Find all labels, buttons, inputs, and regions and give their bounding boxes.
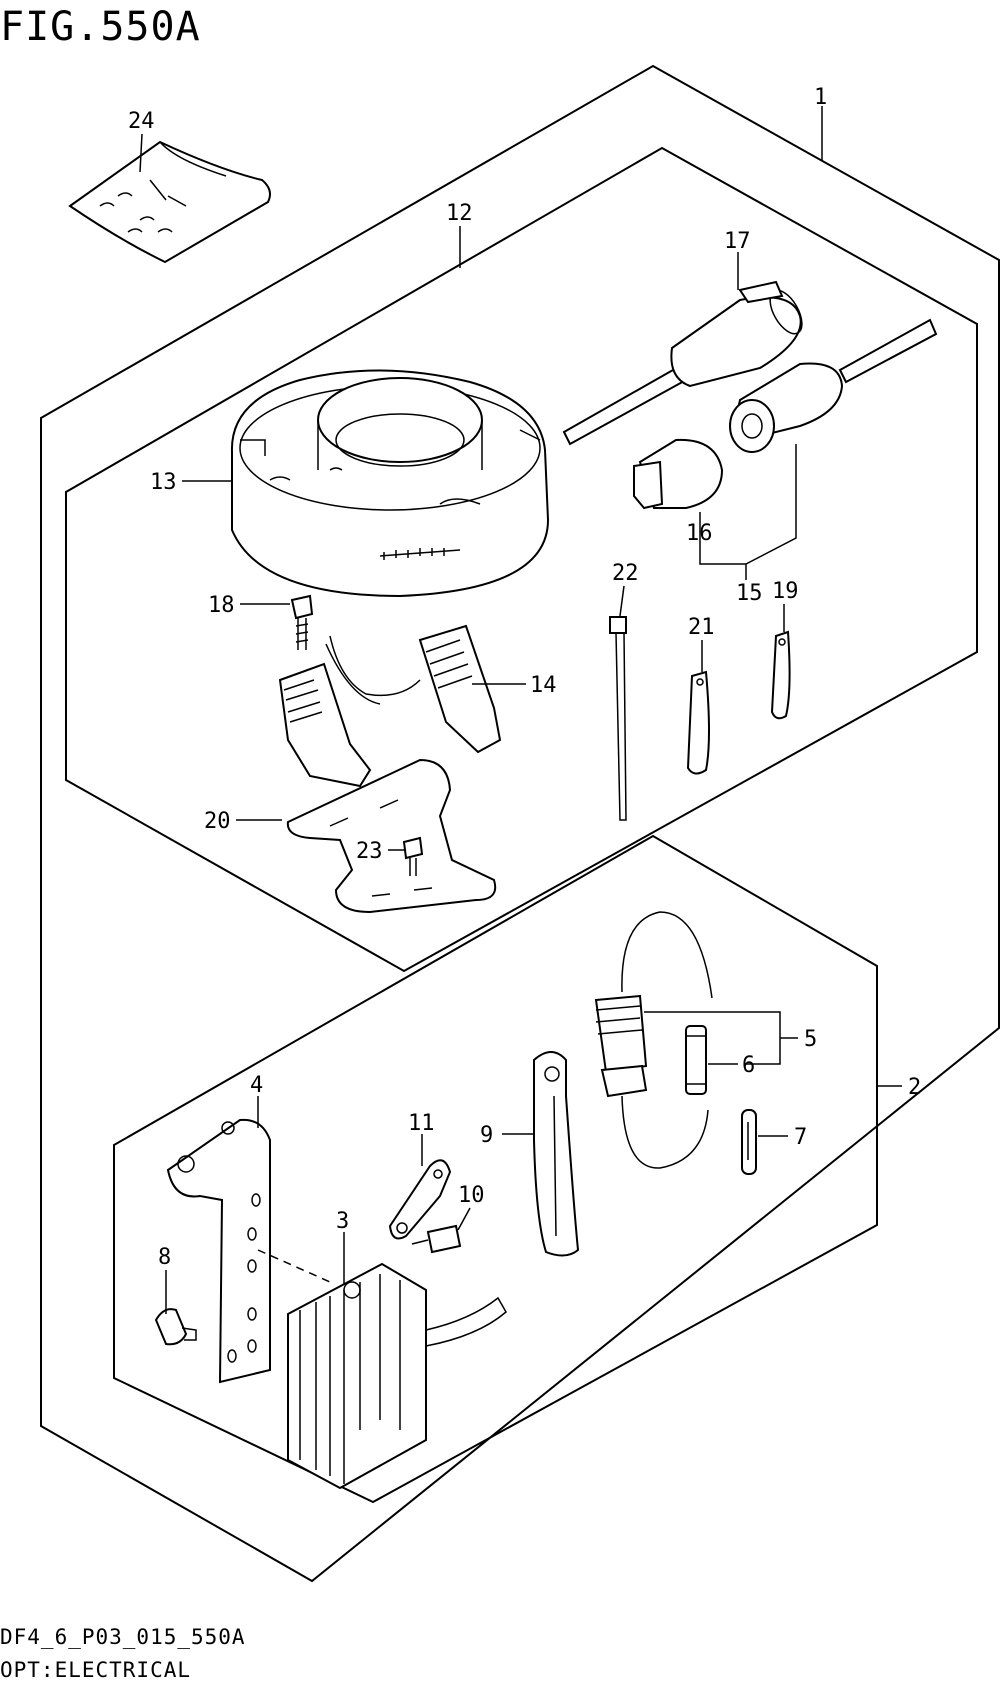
clamp-19-drawing	[770, 630, 791, 720]
callout-23: 23	[356, 839, 383, 864]
fuse-holder-5-drawing	[594, 911, 713, 1169]
callout-18: 18	[208, 593, 235, 618]
stator-plate-13-drawing	[230, 369, 550, 598]
callout-22: 22	[612, 561, 639, 586]
figure-code: DF4_6_P03_015_550A	[0, 1625, 246, 1649]
callout-7: 7	[794, 1125, 807, 1150]
clamp-9-drawing	[533, 1051, 580, 1257]
callout-19: 19	[772, 579, 799, 604]
coil-14-drawing	[278, 624, 502, 788]
clamp-21-drawing	[686, 670, 710, 775]
callout-15: 15	[736, 581, 763, 606]
callout-20: 20	[204, 809, 231, 834]
cable-tie-22-drawing	[609, 616, 627, 821]
connector-15-drawing	[729, 318, 938, 453]
connector-16-drawing	[633, 438, 724, 510]
callout-14: 14	[530, 673, 557, 698]
callout-5: 5	[804, 1027, 817, 1052]
bolt-10-drawing	[411, 1224, 462, 1254]
callout-8: 8	[158, 1245, 171, 1270]
callout-6: 6	[742, 1053, 755, 1078]
callout-12: 12	[446, 201, 473, 226]
subkit-outline-12	[65, 146, 978, 973]
callout-9: 9	[480, 1123, 493, 1148]
callout-16: 16	[686, 521, 713, 546]
bracket-20-drawing	[286, 758, 497, 914]
grommet-8-drawing	[154, 1308, 197, 1346]
connector-17-drawing	[562, 280, 803, 446]
kit-outline-1	[40, 64, 1000, 1583]
bag-24-drawing	[68, 140, 271, 264]
callout-21: 21	[688, 615, 715, 640]
callout-4: 4	[250, 1073, 263, 1098]
regulator-3-drawing	[287, 1262, 507, 1490]
subkit-outline-2	[113, 834, 878, 1504]
callout-10: 10	[458, 1183, 485, 1208]
callout-24: 24	[128, 109, 155, 134]
bracket-4-drawing	[166, 1118, 271, 1384]
leader-lines	[139, 106, 902, 1314]
callout-3: 3	[336, 1209, 349, 1234]
callout-11: 11	[408, 1111, 435, 1136]
figure-title: FIG.550A	[0, 4, 201, 50]
callout-17: 17	[724, 229, 751, 254]
callout-2: 2	[908, 1075, 921, 1100]
screw-23-drawing	[402, 836, 424, 876]
callout-13: 13	[150, 470, 177, 495]
sleeve-7-drawing	[741, 1109, 757, 1175]
ground-strap-11-drawing	[388, 1159, 452, 1240]
fuse-6-drawing	[685, 1025, 707, 1095]
screw-18-drawing	[290, 594, 314, 650]
figure-caption: OPT:ELECTRICAL	[0, 1658, 192, 1682]
callout-1: 1	[814, 85, 827, 110]
